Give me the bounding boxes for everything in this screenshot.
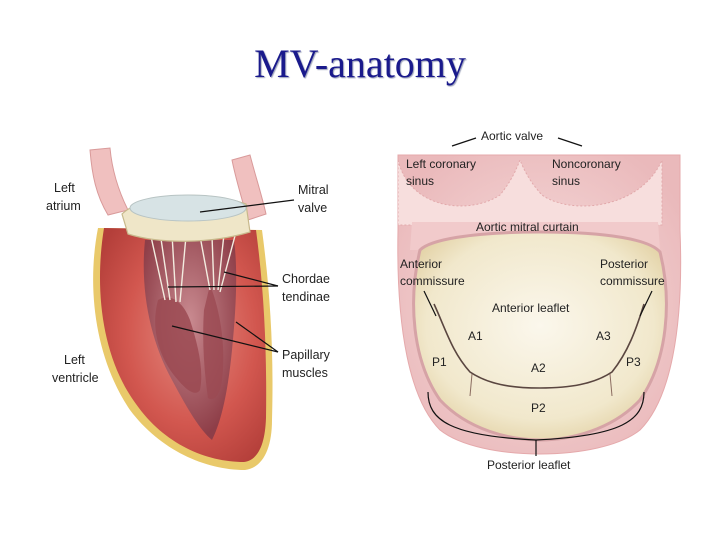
coaptation-line <box>433 303 645 389</box>
label-mitral-valve: valve <box>298 201 327 215</box>
atrium-wall <box>89 147 129 216</box>
label-papillary-muscles: Papillary <box>282 348 331 362</box>
label-a2: A2 <box>531 361 546 375</box>
leader-chordae <box>167 285 279 288</box>
label-left-coronary-sinus: sinus <box>406 174 434 188</box>
scallop-divider <box>469 373 473 397</box>
label-mitral-valve: Mitral <box>298 183 329 197</box>
label-left-atrium: Left <box>54 181 75 195</box>
mitral-valve-top <box>129 194 247 222</box>
leader-papillary <box>171 325 279 353</box>
label-a3: A3 <box>596 329 611 343</box>
label-left-ventricle: Left <box>64 353 85 367</box>
arrow-aortic-left <box>451 137 477 147</box>
leader-chordae-2 <box>223 271 279 287</box>
label-noncoronary-sinus: Noncoronary <box>552 157 621 171</box>
label-papillary-muscles: muscles <box>282 366 328 380</box>
papillary-muscle-shape-2 <box>203 285 224 400</box>
page-title: MV-anatomy <box>254 41 466 86</box>
mitral-leaflets <box>412 230 668 442</box>
label-p3: P3 <box>626 355 641 369</box>
label-chordae-tendinae: Chordae <box>282 272 330 286</box>
right-valve-illustration <box>397 154 682 455</box>
left-heart-illustration <box>89 147 273 470</box>
label-chordae-tendinae: tendinae <box>282 290 330 304</box>
label-left-atrium: atrium <box>46 199 81 213</box>
arrow-aortic-right <box>557 137 583 147</box>
label-left-ventricle: ventricle <box>52 371 99 385</box>
aortic-sinuses <box>397 158 663 226</box>
label-noncoronary-sinus: sinus <box>552 174 580 188</box>
label-posterior-commissure: Posterior <box>600 257 648 271</box>
scallop-divider <box>609 373 613 397</box>
chordae-strands <box>149 231 237 303</box>
label-anterior-commissure: commissure <box>400 274 465 288</box>
label-anterior-leaflet: Anterior leaflet <box>492 301 570 315</box>
label-p2: P2 <box>531 401 546 415</box>
label-anterior-commissure: Anterior <box>400 257 442 271</box>
papillary-muscle-shape <box>155 297 202 393</box>
label-posterior-leaflet: Posterior leaflet <box>487 458 571 472</box>
leader-anterior-commissure <box>423 290 437 317</box>
label-posterior-commissure: commissure <box>600 274 665 288</box>
label-left-coronary-sinus: Left coronary <box>406 157 476 171</box>
leader-mitral-valve <box>199 199 295 213</box>
label-a1: A1 <box>468 329 483 343</box>
label-aortic-mitral-curtain: Aortic mitral curtain <box>476 220 579 234</box>
label-aortic-valve: Aortic valve <box>481 129 543 143</box>
label-p1: P1 <box>432 355 447 369</box>
leader-papillary-2 <box>235 321 279 353</box>
leader-posterior-commissure <box>639 290 653 317</box>
